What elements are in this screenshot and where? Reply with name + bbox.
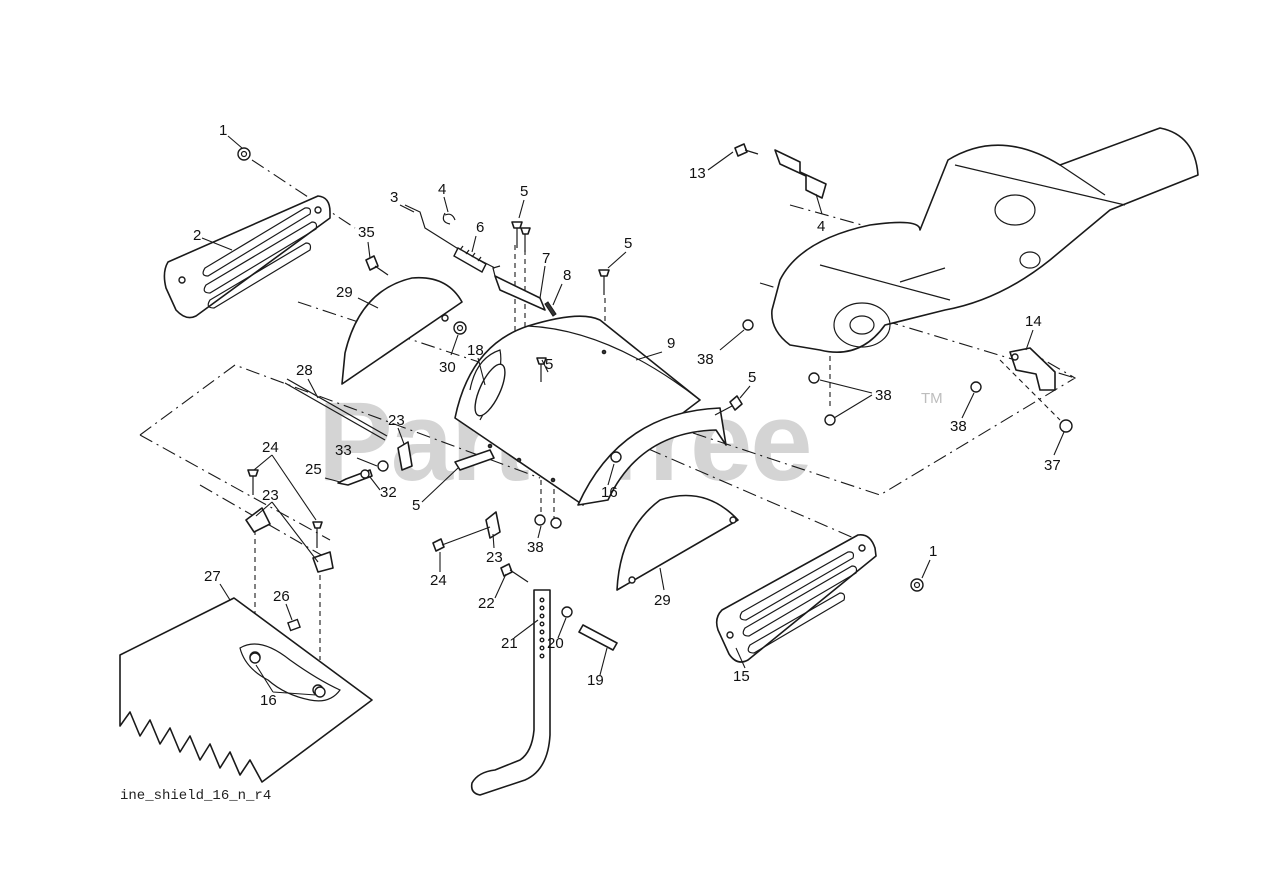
callout-c33: 33 xyxy=(335,442,352,459)
callout-c38c: 38 xyxy=(875,387,892,404)
callout-c8: 8 xyxy=(563,267,571,284)
callout-c24b: 24 xyxy=(430,572,447,589)
callout-c5a: 5 xyxy=(520,183,528,200)
diagram-caption: ine_shield_16_n_r4 xyxy=(120,788,272,804)
tine-shield xyxy=(454,315,701,506)
callout-c15: 15 xyxy=(733,668,750,685)
callout-c9: 9 xyxy=(667,335,675,352)
watermark-trademark: TM xyxy=(921,390,943,407)
callout-c5d: 5 xyxy=(748,369,756,386)
callout-c29b: 29 xyxy=(654,592,671,609)
fasteners xyxy=(247,143,759,583)
callout-c32: 32 xyxy=(380,484,397,501)
clip-23-lower xyxy=(485,511,501,539)
leader-lines xyxy=(201,135,1065,696)
callout-c16a: 16 xyxy=(601,484,618,501)
callout-c4b: 4 xyxy=(817,218,825,235)
callout-c27: 27 xyxy=(204,568,221,585)
mounting-bracket xyxy=(1009,347,1056,391)
callout-c5b: 5 xyxy=(624,235,632,252)
callout-c18: 18 xyxy=(467,342,484,359)
callout-c1a: 1 xyxy=(219,122,227,139)
callout-c29a: 29 xyxy=(336,284,353,301)
callout-c22: 22 xyxy=(478,595,495,612)
callout-c23c: 23 xyxy=(486,549,503,566)
callout-c26: 26 xyxy=(273,588,290,605)
drag-bar-plate xyxy=(119,597,373,783)
nuts-washers xyxy=(237,147,1073,698)
clevis-pin xyxy=(578,624,618,651)
callout-c25: 25 xyxy=(305,461,322,478)
callout-c38d: 38 xyxy=(950,418,967,435)
callout-c37: 37 xyxy=(1044,457,1061,474)
side-plate-right xyxy=(715,533,877,663)
callout-c19: 19 xyxy=(587,672,604,689)
callout-c4a: 4 xyxy=(438,181,446,198)
callout-c7: 7 xyxy=(542,250,550,267)
callout-c21: 21 xyxy=(501,635,518,652)
transmission-housing xyxy=(771,127,1199,354)
deflector-shield-lower xyxy=(616,494,739,591)
callout-c38a: 38 xyxy=(527,539,544,556)
callout-c24a: 24 xyxy=(262,439,279,456)
clip-23-upper xyxy=(397,441,413,471)
callout-c16b: 16 xyxy=(260,692,277,709)
bracket-right xyxy=(774,149,827,199)
callout-c35: 35 xyxy=(358,224,375,241)
callout-c5e: 5 xyxy=(412,497,420,514)
clip-23-left xyxy=(245,507,334,573)
callout-c23a: 23 xyxy=(388,412,405,429)
callout-c1b: 1 xyxy=(929,543,937,560)
deflector-shield-upper xyxy=(341,276,463,385)
callout-c20: 20 xyxy=(547,635,564,652)
rod xyxy=(284,378,388,441)
callout-c2: 2 xyxy=(193,227,201,244)
callout-c38b: 38 xyxy=(697,351,714,368)
latch-assembly xyxy=(404,204,557,317)
side-plate-left xyxy=(163,195,331,319)
callout-c3: 3 xyxy=(390,189,398,206)
depth-bar xyxy=(470,589,551,796)
callout-c5c: 5 xyxy=(545,356,553,373)
callout-c28: 28 xyxy=(296,362,313,379)
callout-c6: 6 xyxy=(476,219,484,236)
callout-c23b: 23 xyxy=(262,487,279,504)
callout-c30: 30 xyxy=(439,359,456,376)
callout-c13: 13 xyxy=(689,165,706,182)
callout-c14: 14 xyxy=(1025,313,1042,330)
